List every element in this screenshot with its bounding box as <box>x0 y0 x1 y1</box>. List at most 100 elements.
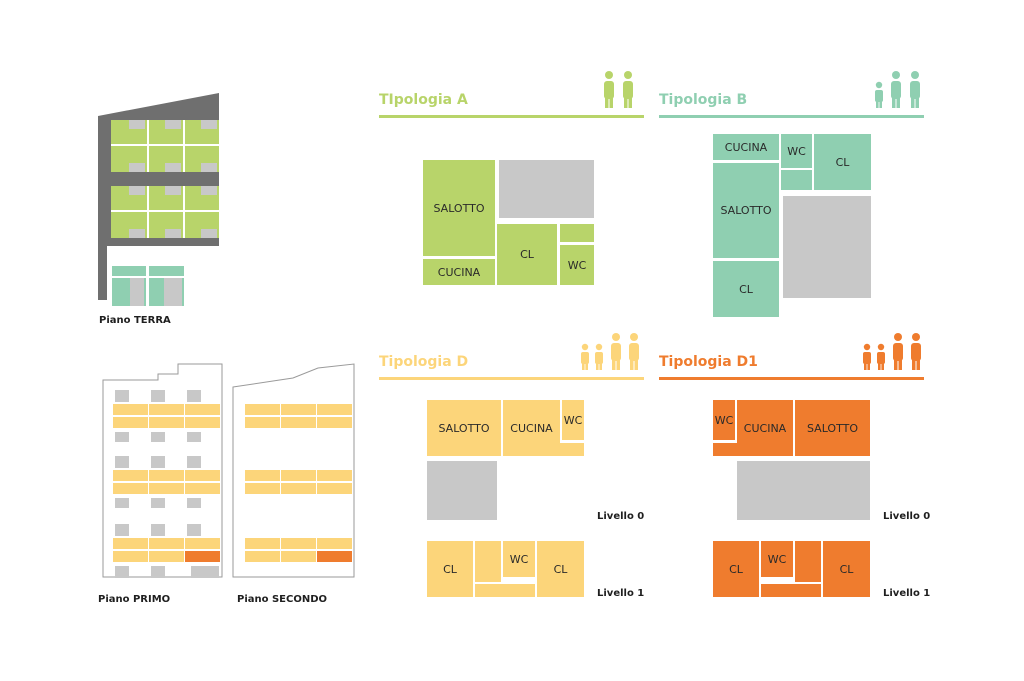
room-cucina: CUCINA <box>503 400 560 456</box>
caption-piano-secondo: Piano SECONDO <box>237 594 328 605</box>
room-small <box>781 170 812 190</box>
unit-strip <box>245 551 280 562</box>
unit-strip <box>245 538 280 549</box>
unit-strip <box>185 538 220 549</box>
unit-strip <box>317 483 352 494</box>
room-wc: WC <box>562 400 584 440</box>
label-livello-1: Livello 1 <box>883 588 931 599</box>
unit-strip <box>245 470 280 481</box>
unit-strip <box>185 417 220 428</box>
two-adults-icon <box>604 71 633 108</box>
label-livello-0: Livello 0 <box>597 511 645 522</box>
unit-strip <box>149 404 184 415</box>
unit-strip <box>317 551 352 562</box>
room-cl-right: CL <box>823 541 870 597</box>
gray-square <box>115 566 129 578</box>
room-gray-block <box>737 461 870 520</box>
room-wc: WC <box>503 541 535 577</box>
room-cl-top: CL <box>814 134 871 190</box>
gray-square <box>151 456 165 468</box>
tipologia-a-title: TIpologia A <box>379 92 468 108</box>
caption-piano-primo: Piano PRIMO <box>98 594 171 605</box>
tipologia-b-title: Tipologia B <box>659 92 748 108</box>
room-cl-left: CL <box>427 541 473 597</box>
label-livello-0: Livello 0 <box>883 511 931 522</box>
unit-strip <box>245 483 280 494</box>
unit-strip <box>113 404 148 415</box>
room-small-left <box>475 541 501 582</box>
terra-grid-bottom <box>111 186 219 238</box>
unit-strip <box>149 538 184 549</box>
gray-square <box>187 498 201 508</box>
secondo-units <box>233 390 355 580</box>
unit-strip <box>113 417 148 428</box>
secondo-building-outline <box>232 363 355 578</box>
caption-piano-terra: Piano TERRA <box>99 315 171 326</box>
gray-square <box>115 390 129 402</box>
family-four-icon <box>581 333 639 370</box>
terra-teal-unit <box>112 266 184 306</box>
unit-strip <box>185 404 220 415</box>
gray-square <box>115 456 129 468</box>
unit-strip <box>317 538 352 549</box>
terra-grid-top <box>111 120 219 172</box>
room-wc: WC <box>761 541 793 577</box>
family-four-icon <box>863 333 921 370</box>
room-cucina: CUCINA <box>737 400 793 456</box>
gray-square <box>151 524 165 536</box>
room-cucina: CUCINA <box>423 259 495 285</box>
gray-square <box>151 390 165 402</box>
room-strip <box>475 584 535 597</box>
unit-strip <box>149 470 184 481</box>
unit-strip <box>281 551 316 562</box>
three-people-icon <box>875 71 920 108</box>
unit-strip <box>281 417 316 428</box>
tipologia-a-rule <box>379 115 644 118</box>
unit-strip <box>113 551 148 562</box>
room-cl-bottom: CL <box>713 261 779 317</box>
unit-strip <box>113 538 148 549</box>
unit-strip <box>149 551 184 562</box>
tipologia-b-rule <box>659 115 924 118</box>
room-salotto: SALOTTO <box>427 400 501 456</box>
tipologia-d1-title: Tipologia D1 <box>659 354 758 370</box>
unit-strip <box>149 417 184 428</box>
unit-strip <box>281 470 316 481</box>
room-gray-block <box>783 196 871 298</box>
unit-strip <box>185 551 220 562</box>
room-wc: WC <box>781 134 812 168</box>
unit-strip <box>281 483 316 494</box>
unit-strip <box>317 417 352 428</box>
primo-units <box>103 390 223 580</box>
tipologia-d-rule <box>379 377 644 380</box>
unit-strip <box>317 404 352 415</box>
room-small <box>553 443 584 456</box>
room-wc: WC <box>713 400 735 440</box>
unit-strip <box>113 483 148 494</box>
room-salotto: SALOTTO <box>795 400 870 456</box>
gray-square <box>115 432 129 442</box>
room-strip <box>761 584 821 597</box>
gray-square <box>187 456 201 468</box>
unit-strip <box>113 470 148 481</box>
room-cucina: CUCINA <box>713 134 779 160</box>
gray-square <box>187 390 201 402</box>
label-livello-1: Livello 1 <box>597 588 645 599</box>
tipologia-d-title: Tipologia D <box>379 354 469 370</box>
gray-square <box>187 524 201 536</box>
gray-square <box>191 566 219 578</box>
room-small <box>560 224 594 242</box>
gray-square <box>115 524 129 536</box>
room-cl-right: CL <box>537 541 584 597</box>
primo-building-outline <box>102 363 223 578</box>
unit-strip <box>281 404 316 415</box>
room-cl-left: CL <box>713 541 759 597</box>
unit-strip <box>245 417 280 428</box>
unit-strip <box>317 470 352 481</box>
unit-strip <box>245 404 280 415</box>
unit-strip <box>185 470 220 481</box>
unit-strip <box>149 483 184 494</box>
unit-strip <box>185 483 220 494</box>
gray-square <box>151 566 165 578</box>
tipologia-d1-rule <box>659 377 924 380</box>
